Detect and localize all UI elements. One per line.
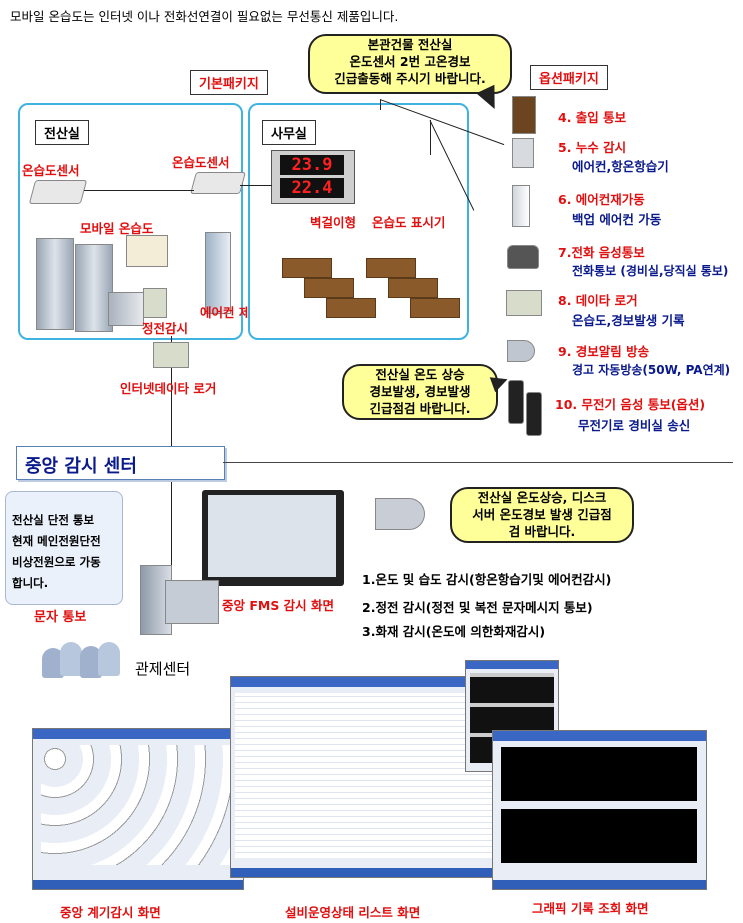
power-monitor-label: 정전감시 <box>142 321 189 336</box>
sms-phone: 전산실 단전 통보 현재 메인전원단전 비상전원으로 가동 합니다. <box>5 491 123 605</box>
people-icon <box>42 642 122 682</box>
server-rack-2 <box>75 244 113 332</box>
callout-top-line1: 본관건물 전산실 <box>367 37 453 52</box>
option-door-icon <box>512 96 536 134</box>
wall-display: 23.9 22.4 <box>271 150 355 204</box>
option-8-title: 8. 데이타 로거 <box>558 293 638 308</box>
option-9-sub: 경고 자동방송(50W, PA연계) <box>572 363 731 377</box>
option-radio-icon-1 <box>508 380 524 424</box>
option-9-title: 9. 경보알림 방송 <box>558 344 650 359</box>
option-aircon-icon <box>512 185 530 227</box>
sensor-left-device <box>28 180 88 204</box>
sensor-left-label: 온습도센서 <box>22 163 80 178</box>
callout-right-line1: 전산실 온도상승, 디스크 <box>477 490 607 505</box>
option-4-title: 4. 출입 통보 <box>558 110 627 125</box>
display-line1: 23.9 <box>280 155 344 175</box>
sensor-link-line <box>84 190 194 191</box>
gauge-screen-caption: 중앙 계기감시 화면 <box>60 905 161 920</box>
sms-text: 전산실 단전 통보 현재 메인전원단전 비상전원으로 가동 합니다. <box>12 510 101 594</box>
display-line2: 22.4 <box>280 178 344 198</box>
option-6-sub: 백업 에어컨 가동 <box>572 212 662 227</box>
callout-mid: 전산실 온도 상승 경보발생, 경보발생 긴급점검 바랍니다. <box>342 364 498 420</box>
fms-caption: 중앙 FMS 감시 화면 <box>222 598 335 613</box>
option-package-tag: 옵션패키지 <box>530 65 608 90</box>
center-divider <box>223 462 733 463</box>
internet-logger-device <box>153 342 189 368</box>
aircon-control-label: 에어컨 제어 <box>200 305 262 320</box>
center-title: 중앙 감시 센터 <box>25 456 137 477</box>
callout-mid-line1: 전산실 온도 상승 <box>375 367 465 382</box>
mobile-device <box>126 235 168 267</box>
vertical-link-1 <box>171 336 172 466</box>
callout-right-line2: 서버 온도경보 발생 긴급점 <box>472 507 612 522</box>
option-10-title: 10. 무전기 음성 통보(옵션) <box>555 397 706 412</box>
top-link-c <box>430 120 431 155</box>
fms-monitor <box>202 490 344 586</box>
desk-4 <box>366 258 416 278</box>
option-speaker-icon <box>507 340 535 362</box>
server-rack-1 <box>36 238 74 330</box>
basic-package-tag: 기본패키지 <box>190 70 268 95</box>
desk-3 <box>326 298 376 318</box>
graph-screen <box>492 730 707 890</box>
sms-caption: 문자 통보 <box>34 610 87 625</box>
option-radio-icon-2 <box>526 392 542 436</box>
list-screen-caption: 설비운영상태 리스트 화면 <box>285 905 421 920</box>
option-6-title: 6. 에어컨재가동 <box>558 192 645 207</box>
sensor-right-label: 온습도센서 <box>172 155 230 170</box>
desk-2 <box>304 278 354 298</box>
sms-line3: 비상전원으로 가동 <box>12 555 101 569</box>
sms-line2: 현재 메인전원단전 <box>12 534 101 548</box>
desk-5 <box>388 278 438 298</box>
list-screen <box>230 676 504 878</box>
top-link-a <box>380 100 381 110</box>
office-title: 사무실 <box>262 120 316 145</box>
feature-2: 2.정전 감시(정전 및 복전 문자메시지 통보) <box>362 600 593 615</box>
option-phone-icon <box>507 245 539 269</box>
desk-6 <box>410 298 460 318</box>
display-caption2: 온습도 표시기 <box>372 215 446 230</box>
mobile-label: 모바일 온습도 <box>80 221 154 236</box>
display-caption1: 벽걸이형 <box>310 215 357 230</box>
server-unit <box>108 292 144 326</box>
callout-mid-line3: 긴급점검 바랍니다. <box>369 401 471 416</box>
option-leak-icon <box>512 138 534 168</box>
feature-3: 3.화재 감시(온도에 의한화재감시) <box>362 624 546 639</box>
desk-1 <box>282 258 332 278</box>
aircon-device <box>205 232 231 314</box>
option-10-sub: 무전기로 경비실 송신 <box>578 418 691 433</box>
feature-1: 1.온도 및 습도 감시(항온항습기및 에어컨감시) <box>362 572 612 587</box>
pc-monitor <box>165 580 219 624</box>
header-text: 모바일 온습도는 인터넷 이나 전화선연결이 필요없는 무선통신 제품입니다. <box>10 9 399 24</box>
callout-right: 전산실 온도상승, 디스크 서버 온도경보 발생 긴급점 검 바랍니다. <box>450 487 634 543</box>
sensor-right-device <box>190 172 246 194</box>
option-8-sub: 온습도,경보발생 기록 <box>572 313 685 328</box>
option-5-sub: 에어컨,항온항습기 <box>572 159 669 174</box>
center-title-box: 중앙 감시 센터 <box>16 446 225 480</box>
option-5-title: 5. 누수 감시 <box>558 140 627 155</box>
sms-line4: 합니다. <box>12 576 49 590</box>
vertical-link-2 <box>171 466 172 568</box>
power-monitor-device <box>143 288 167 318</box>
callout-mid-line2: 경보발생, 경보발생 <box>369 384 471 399</box>
option-logger-icon <box>506 290 542 316</box>
control-center-label: 관제센터 <box>135 660 191 678</box>
callout-right-line3: 검 바랍니다. <box>508 524 576 539</box>
server-room-title: 전산실 <box>35 120 89 145</box>
callout-top-line3: 긴급출동해 주시기 바랍니다. <box>334 71 486 86</box>
option-7-sub: 전화통보 (경비실,당직실 통보) <box>572 264 729 278</box>
sms-line1: 전산실 단전 통보 <box>12 513 95 527</box>
internet-logger-label: 인터넷데이타 로거 <box>120 381 217 396</box>
callout-top-line2: 온도센서 2번 고온경보 <box>349 54 471 69</box>
office-link-line <box>240 185 272 186</box>
graph-screen-caption: 그래픽 기록 조회 화면 <box>532 901 649 916</box>
gauge-screen <box>32 728 244 890</box>
fms-screen <box>208 495 336 577</box>
megaphone-icon <box>375 498 425 530</box>
callout-top: 본관건물 전산실 온도센서 2번 고온경보 긴급출동해 주시기 바랍니다. <box>308 34 512 94</box>
option-7-title: 7.전화 음성통보 <box>558 245 645 260</box>
